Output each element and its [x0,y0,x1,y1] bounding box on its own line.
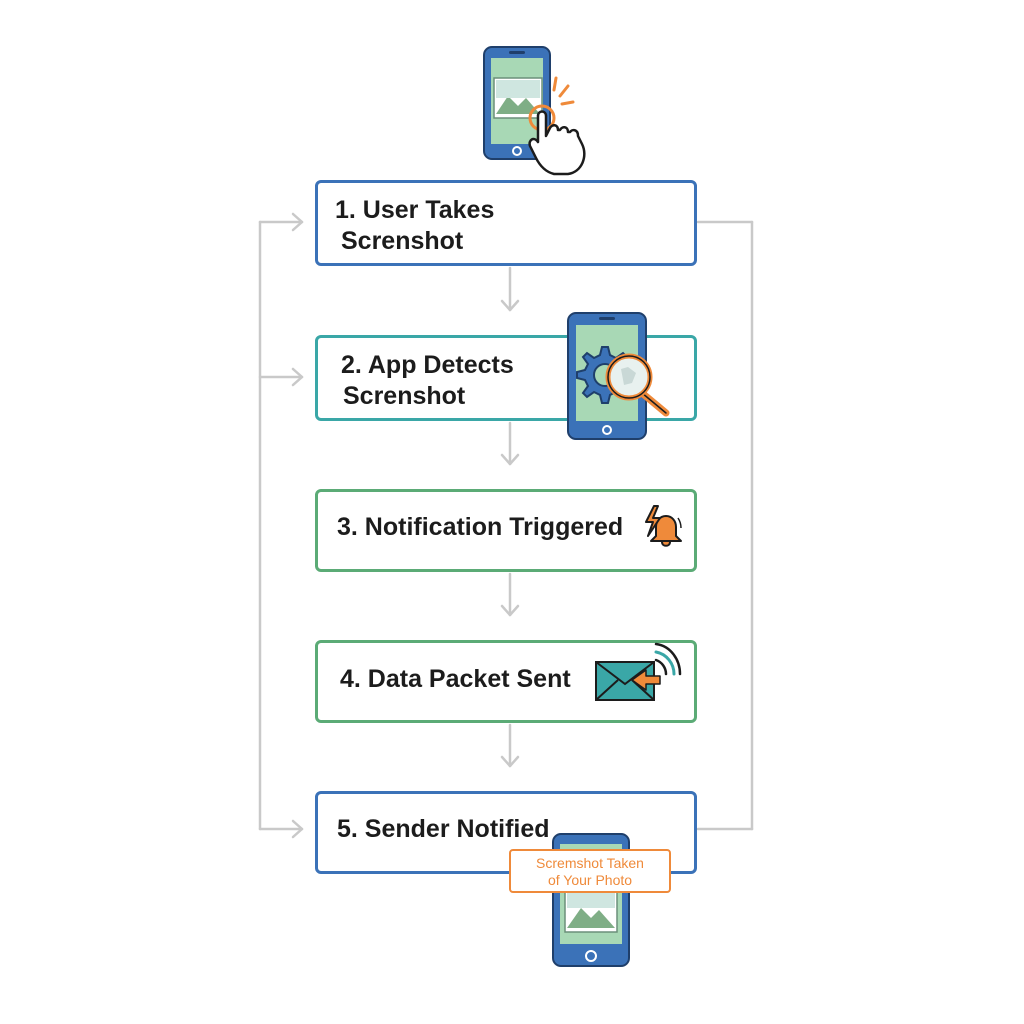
phone-gear-search-icon [567,312,670,440]
arrow-3-to-4 [500,572,520,617]
step-3-box: 3. Notification Triggered [315,489,697,572]
alert-bell-icon [645,505,682,547]
step-1-label: 1. User Takes Screnshot [335,196,495,255]
right-feedback-rail [696,220,754,831]
arrow-2-to-3 [500,421,520,466]
screenshot-notification-toast: Scremshot Taken of Your Photo [509,849,671,893]
step-5-label: 5. Sender Notified [337,815,550,843]
step-3-label: 3. Notification Triggered [337,513,624,541]
arrow-4-to-5 [500,723,520,768]
step-4-label: 4. Data Packet Sent [340,665,571,693]
toast-line-1: Scremshot Taken [536,855,644,871]
left-feedback-rail [258,212,304,839]
step-1-box: 1. User Takes Screnshot [315,180,697,266]
arrow-1-to-2 [500,266,520,312]
phone-tap-icon [483,46,586,176]
envelope-signal-icon [595,642,682,701]
toast-line-2: of Your Photo [547,872,633,888]
step-2-label: 2. App Detects Screnshot [341,351,514,410]
